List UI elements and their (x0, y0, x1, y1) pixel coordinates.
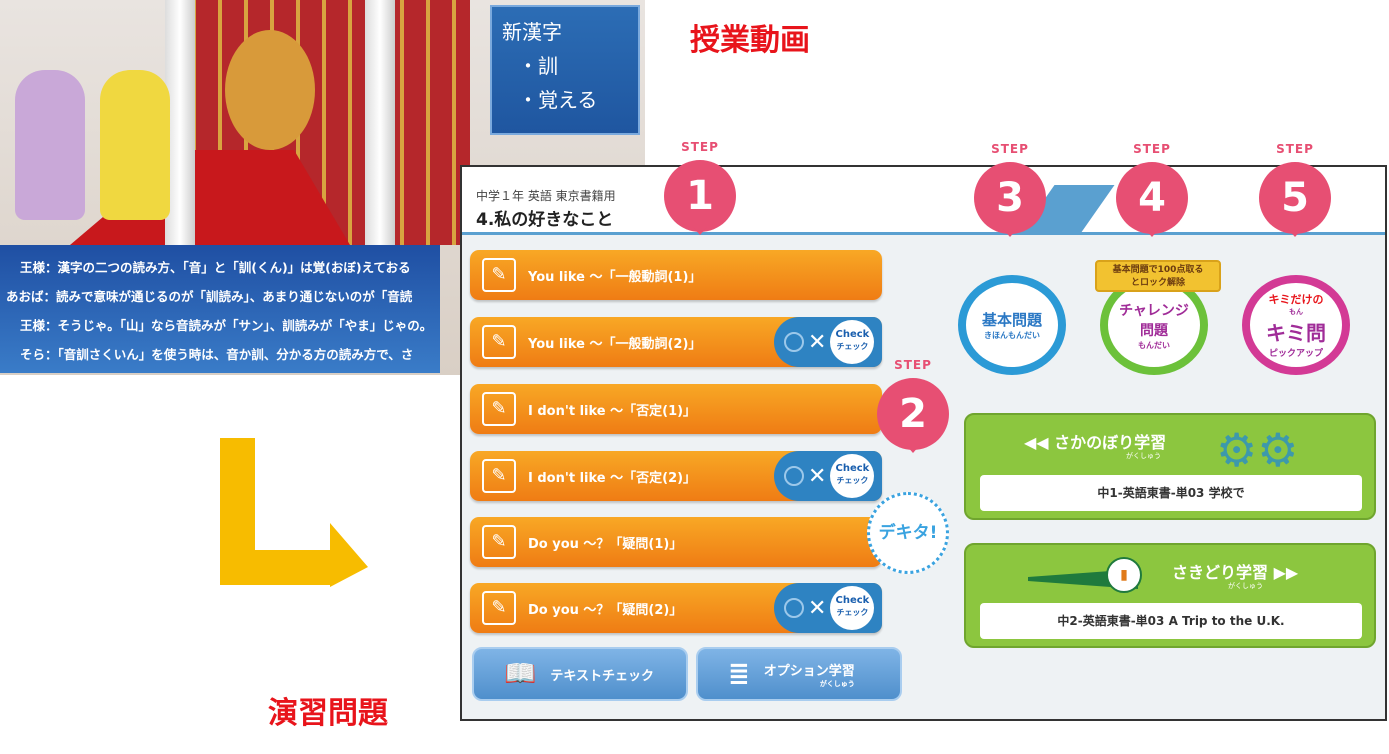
ruby: もん (1289, 308, 1303, 316)
subtitle-line: そら：「音訓さくいん」を使う時は、音か訓、分かる方の読み方で、さ (20, 347, 414, 362)
text-check-label: テキストチェック (550, 668, 654, 684)
correct-icon (784, 466, 804, 486)
step-3-marker: 3 (974, 162, 1046, 237)
app-header: 中学１年 英語 東京書籍用 4.私の好きなこと (462, 167, 1385, 235)
sakidori-unit: 中2-英語東書-単03 A Trip to the U.K. (980, 603, 1362, 639)
check-segment: ✕ Check チェック (774, 317, 882, 367)
lesson-label: You like 〜「一般動詞(2)」 (528, 336, 702, 352)
sakanobori-title: ◀◀ さかのぼり学習 (1024, 433, 1167, 452)
lesson-button[interactable]: ✎ You like 〜「一般動詞(1)」 (470, 250, 882, 300)
check-en: Check (835, 463, 870, 474)
subtitle-line: あおば：読みで意味が通じるのが「訓読み」、あまり通じないのが「音読 (6, 289, 413, 304)
course-subtitle: 中学１年 英語 東京書籍用 (476, 189, 616, 203)
video-label: 授業動画 (690, 23, 810, 58)
basic-label: 基本問題 (981, 311, 1042, 329)
pillar (365, 0, 395, 245)
sakidori-study-button[interactable]: ▮ さきどり学習 ▶▶ がくしゅう 中2-英語東書-単03 A Trip to … (964, 543, 1376, 648)
arrow-icon (220, 438, 368, 587)
lesson-button[interactable]: ✎ I don't like 〜「否定(1)」 (470, 384, 882, 434)
step-label: STEP (894, 358, 932, 372)
lesson-icon: ✎ (482, 591, 516, 625)
check-en: Check (835, 329, 870, 340)
lesson-button[interactable]: ✎ You like 〜「一般動詞(2)」 ✕ Check チェック (470, 317, 882, 367)
lesson-label: I don't like 〜「否定(2)」 (528, 470, 697, 486)
step-1-marker: 1 (664, 160, 736, 235)
step-label: STEP (1276, 142, 1314, 156)
check-button[interactable]: Check チェック (830, 320, 875, 364)
step-5-marker: 5 (1259, 162, 1331, 237)
exercise-label: 演習問題 (268, 696, 388, 731)
pillar (165, 0, 195, 245)
lesson-label: I don't like 〜「否定(1)」 (528, 403, 697, 419)
step-label: STEP (1133, 142, 1171, 156)
check-button[interactable]: Check チェック (830, 454, 875, 498)
dekita-badge: デキタ! (867, 492, 949, 574)
new-kanji-panel: 新漢字 ・訓 ・覚える (490, 5, 640, 135)
kimi-label: キミ問 (1266, 321, 1326, 345)
ruby: がくしゅう (819, 679, 855, 688)
correct-icon (784, 598, 804, 618)
ruby: がくしゅう (1126, 452, 1161, 460)
chart-icon: ▮ (1106, 557, 1142, 593)
lesson-video[interactable]: 新漢字 ・訓 ・覚える 王様：漢字の二つの読み方、「音」と「訓(くん)」は覚(お… (0, 0, 645, 375)
lesson-icon: ✎ (482, 392, 516, 426)
sakanobori-study-button[interactable]: ◀◀ さかのぼり学習 がくしゅう ⚙⚙ 中1-英語東書-単03 学校で (964, 413, 1376, 520)
challenge-label: 問題 (1140, 322, 1168, 339)
book-icon: 📖 (504, 659, 537, 689)
exercise-app: 中学１年 英語 東京書籍用 4.私の好きなこと ✎ You like 〜「一般動詞… (460, 165, 1387, 721)
sakanobori-unit: 中1-英語東書-単03 学校で (980, 475, 1362, 511)
sakidori-title: さきどり学習 ▶▶ (1172, 563, 1299, 582)
lesson-button[interactable]: ✎ Do you 〜？「疑問(1)」 (470, 517, 882, 567)
kanji-item: ・訓 (518, 54, 558, 78)
ruby: がくしゅう (1228, 582, 1263, 590)
incorrect-icon: ✕ (808, 329, 827, 355)
ruby: もんだい (1138, 340, 1170, 350)
lesson-icon: ✎ (482, 459, 516, 493)
gears-icon: ⚙⚙ (1216, 423, 1299, 477)
ruby: きほんもんだい (984, 331, 1040, 340)
lesson-label: Do you 〜？「疑問(2)」 (528, 602, 683, 618)
lesson-button[interactable]: ✎ I don't like 〜「否定(2)」 ✕ Check チェック (470, 451, 882, 501)
step-2-marker: 2 (877, 378, 949, 453)
correct-icon (784, 332, 804, 352)
check-en: Check (835, 595, 870, 606)
check-segment: ✕ Check チェック (774, 583, 882, 633)
subtitle-line: 王様：漢字の二つの読み方、「音」と「訓(くん)」は覚(おぼ)えておる (20, 260, 411, 275)
step-4-marker: 4 (1116, 162, 1188, 237)
text-check-button[interactable]: 📖 テキストチェック (472, 647, 688, 701)
kanji-panel-title: 新漢字 (502, 20, 562, 44)
girl-character (15, 70, 85, 220)
check-ja: チェック (836, 476, 869, 485)
kimi-sub: ピックアップ (1268, 349, 1323, 359)
stack-icon: ≣ (728, 659, 750, 689)
option-study-label: オプション学習 (763, 663, 855, 679)
unit-title: 4.私の好きなこと (476, 210, 614, 230)
check-button[interactable]: Check チェック (830, 586, 875, 630)
boy-character (100, 70, 170, 220)
lesson-icon: ✎ (482, 525, 516, 559)
challenge-label: チャレンジ (1119, 302, 1189, 319)
basic-problems-button[interactable]: 基本問題 きほんもんだい (958, 275, 1066, 375)
check-ja: チェック (836, 608, 869, 617)
check-segment: ✕ Check チェック (774, 451, 882, 501)
lesson-button[interactable]: ✎ Do you 〜？「疑問(2)」 ✕ Check チェック (470, 583, 882, 633)
subtitles: 王様：漢字の二つの読み方、「音」と「訓(くん)」は覚(おぼ)えておる あおば：読… (0, 245, 440, 373)
incorrect-icon: ✕ (808, 463, 827, 489)
option-study-button[interactable]: ≣ オプション学習がくしゅう (696, 647, 902, 701)
kimi-top: キミだけの (1268, 293, 1324, 306)
kimi-mon-button[interactable]: キミだけの もん キミ問 ピックアップ (1242, 275, 1350, 375)
subtitle-line: 王様：そうじゃ。「山」なら音読みが「サン」、訓読みが「やま」じゃの。 (20, 318, 433, 333)
unlock-badge: 基本問題で100点取るとロック解除 (1095, 260, 1221, 292)
incorrect-icon: ✕ (808, 595, 827, 621)
step-label: STEP (681, 140, 719, 154)
kanji-item: ・覚える (518, 88, 598, 112)
lesson-label: Do you 〜？「疑問(1)」 (528, 536, 683, 552)
check-ja: チェック (836, 342, 869, 351)
lesson-icon: ✎ (482, 325, 516, 359)
arrow-shape (220, 438, 368, 587)
step-label: STEP (991, 142, 1029, 156)
lesson-label: You like 〜「一般動詞(1)」 (528, 269, 702, 285)
lesson-icon: ✎ (482, 258, 516, 292)
lion-king (225, 30, 315, 150)
